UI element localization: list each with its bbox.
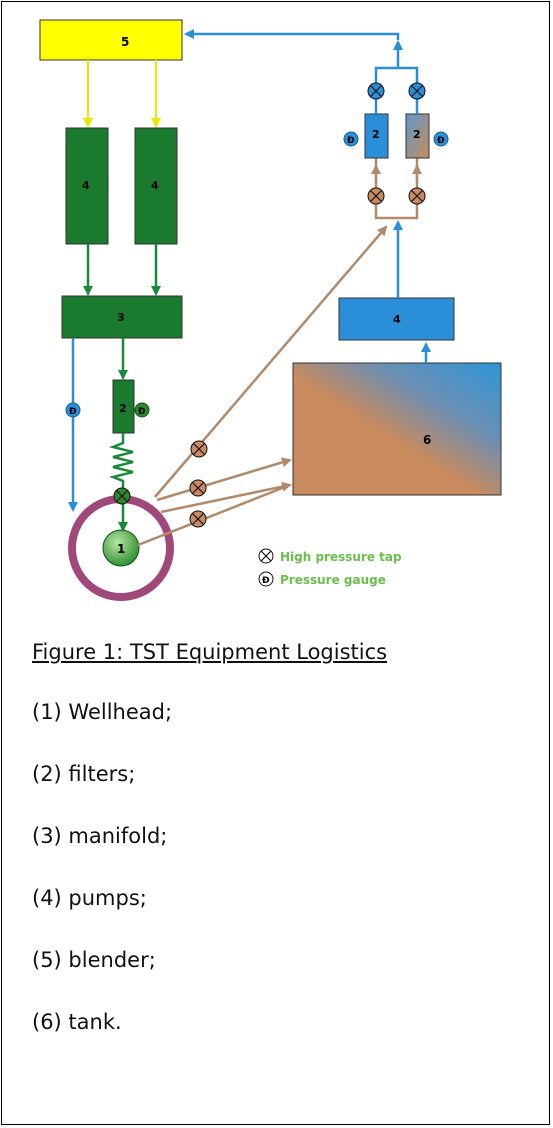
manifold-label: 3 [117, 311, 125, 324]
filter-top-left-label: 2 [372, 128, 380, 141]
high-pressure-tap-icon [367, 82, 385, 100]
gauge-glyph: Ð [347, 136, 355, 146]
caption-line: (5) blender; [32, 948, 156, 972]
wellhead-label: 1 [117, 542, 125, 556]
high-pressure-tap-icon [367, 187, 385, 205]
flow-wellhead-tank-1 [156, 457, 292, 502]
gauge-glyph: Ð [138, 407, 146, 417]
upper-brown-manifold [374, 157, 419, 220]
blender-box [39, 19, 183, 61]
filter-main-label: 2 [119, 402, 127, 415]
caption-line: (2) filters; [32, 762, 136, 786]
filter-top-right-label: 2 [413, 128, 421, 141]
pump-right-label: 4 [151, 179, 159, 192]
equipment-diagram: 5 4 4 3 Ð 2 Ð 1 6 [39, 19, 502, 601]
tap-cross [116, 490, 128, 502]
caption-line: (3) manifold; [32, 824, 168, 848]
wellhead-icon [102, 529, 140, 567]
caption-line: (1) Wellhead; [32, 700, 173, 724]
pressure-gauge-icon: Ð [258, 571, 274, 587]
blender-label: 5 [121, 35, 129, 49]
pump-right-box [134, 127, 178, 245]
pressure-gauge-icon [65, 402, 81, 418]
tank-label: 6 [423, 433, 431, 447]
caption-line: (4) pumps; [32, 886, 147, 910]
pump-upper-box [338, 297, 455, 341]
gauge-glyph: Ð [262, 576, 270, 586]
pressure-gauge-icon: Ð [343, 131, 359, 147]
high-pressure-tap-icon [408, 82, 426, 100]
tank-box [292, 362, 502, 496]
figure-title: Figure 1: TST Equipment Logistics [32, 640, 388, 664]
spring-coil [108, 433, 134, 485]
legend: High pressure tap Ð Pressure gauge [258, 548, 402, 587]
flow-wellhead-tank-2 [160, 481, 292, 514]
flow-wellhead-tank-3 [137, 483, 291, 547]
pressure-gauge-icon [134, 402, 150, 418]
high-pressure-tap-icon [190, 440, 208, 458]
pump-left-label: 4 [82, 179, 90, 192]
pressure-gauge-icon: Ð [433, 131, 449, 147]
high-pressure-tap-icon [258, 548, 274, 564]
high-pressure-tap-icon [189, 479, 207, 497]
high-pressure-tap-icon [189, 510, 207, 528]
high-pressure-tap-icon [408, 187, 426, 205]
caption-line: (6) tank. [32, 1010, 122, 1034]
legend-tap-label: High pressure tap [280, 550, 402, 564]
pump-upper-label: 4 [393, 313, 401, 326]
gauge-glyph: Ð [69, 407, 77, 417]
manifold-box [61, 295, 183, 339]
gauge-glyph: Ð [437, 136, 445, 146]
legend-gauge-label: Pressure gauge [280, 573, 386, 587]
pump-left-box [65, 127, 109, 245]
flow-return-to-blender [184, 29, 400, 40]
